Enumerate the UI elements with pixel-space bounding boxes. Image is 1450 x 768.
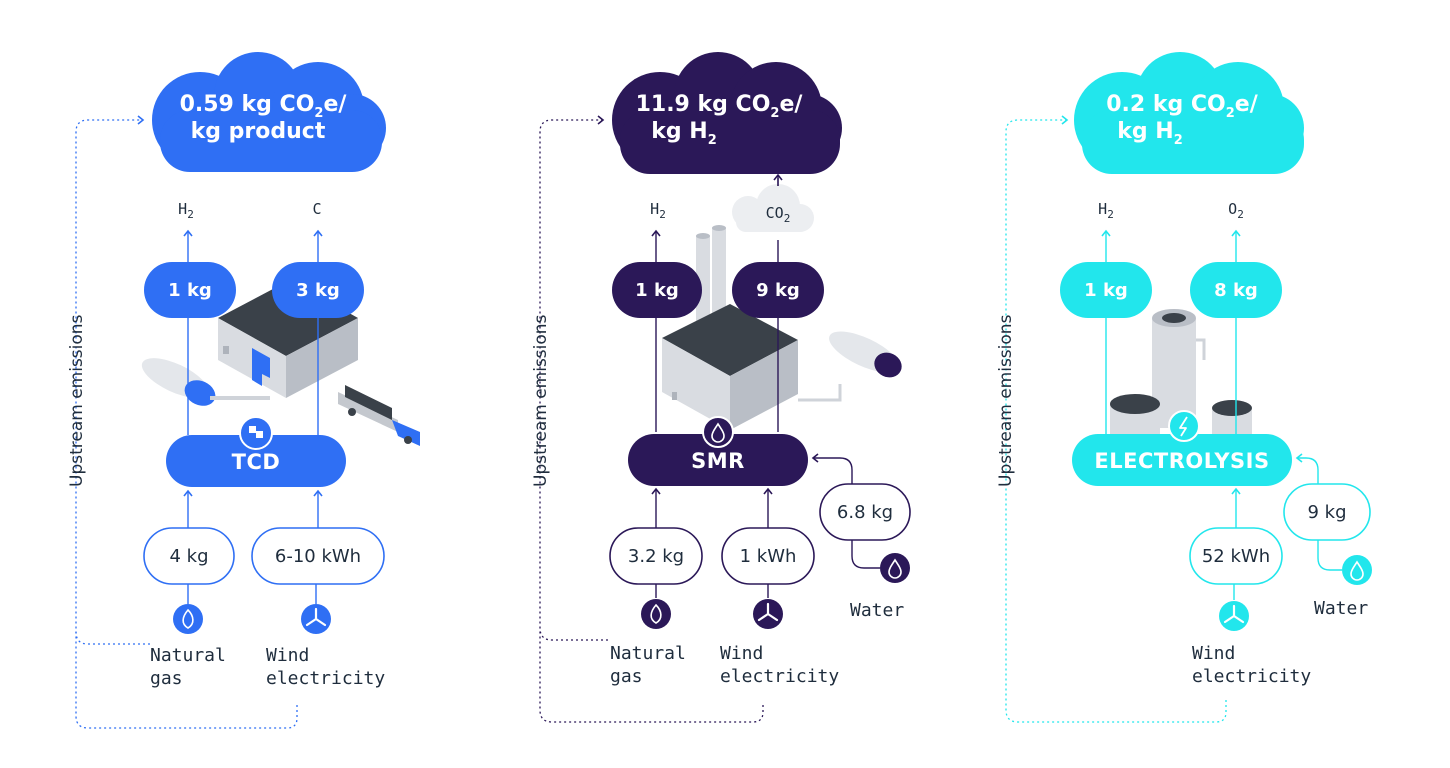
emission-cloud-electrolysis: 0.2 kg CO2e/ kg H2 [1074, 52, 1304, 174]
product-h2-label-electrolysis: H2 [1098, 200, 1114, 221]
flame-icon [641, 599, 671, 629]
input-label-wind-electrolysis: Wind [1192, 643, 1235, 664]
upstream-label-smr: Upstream emissions [531, 314, 551, 487]
product-co2-label-smr: CO2 [766, 204, 791, 225]
input-pill-natural-gas-tcd [143, 527, 235, 585]
product-o2-label-electrolysis: O2 [1228, 200, 1244, 221]
input-amount-wind-tcd: 6-10 kWh [275, 546, 361, 567]
emission-value-tcd: 0.59 kg CO2e/ [180, 92, 348, 121]
input-label-wind-smr-2: electricity [720, 666, 839, 687]
emission-value-electrolysis: 0.2 kg CO2e/ [1106, 92, 1258, 121]
product-amount-pill-electrolysis-h2 [1060, 262, 1152, 318]
process-pill-smr [628, 434, 808, 486]
process-label-electrolysis: ELECTROLYSIS [1094, 449, 1269, 473]
process-label-tcd: TCD [232, 450, 281, 474]
emission-unit-electrolysis: kg H2 [1117, 119, 1183, 148]
upstream-loop-smr [539, 115, 764, 723]
input-amount-water-smr: 6.8 kg [837, 502, 893, 523]
input-amount-wind-electrolysis: 52 kWh [1202, 546, 1270, 567]
flame-icon [173, 604, 203, 634]
product-amount-tcd-h2: 1 kg [168, 280, 212, 301]
upstream-branch-smr [539, 627, 608, 641]
input-label-water-smr: Water [850, 600, 904, 621]
product-amount-pill-tcd-c [272, 262, 364, 318]
product-amount-electrolysis-h2: 1 kg [1084, 280, 1128, 301]
product-h2-label-tcd: H2 [178, 200, 194, 221]
product-amount-smr-h2: 1 kg [635, 280, 679, 301]
input-pill-wind-tcd [251, 527, 385, 585]
input-label-natural-gas-tcd-2: gas [150, 668, 183, 689]
product-amount-pill-smr-co2 [732, 262, 824, 318]
input-label-natural-gas-tcd: Natural [150, 645, 226, 666]
lightning-icon [1168, 410, 1200, 442]
upstream-branch-tcd [75, 631, 150, 645]
panel-electrolysis: Upstream emissions 0.2 kg CO2e/ kg H2 H2… [996, 52, 1372, 723]
product-amount-electrolysis-o2: 8 kg [1214, 280, 1258, 301]
co2-cloud [732, 184, 814, 232]
input-pill-water-smr [819, 483, 911, 541]
product-h2-label-smr: H2 [650, 200, 666, 221]
product-amount-pill-smr-h2 [612, 262, 702, 318]
smr-factory-illustration [662, 225, 902, 430]
product-amount-tcd-c: 3 kg [296, 280, 340, 301]
process-pill-tcd [166, 435, 346, 487]
water-drop-icon [702, 416, 734, 448]
upstream-loop-tcd [75, 115, 298, 729]
input-amount-natural-gas-smr: 3.2 kg [628, 546, 684, 567]
process-label-smr: SMR [691, 449, 745, 473]
emission-value-smr: 11.9 kg CO2e/ [636, 92, 804, 121]
input-label-natural-gas-smr-2: gas [610, 666, 643, 687]
product-amount-pill-electrolysis-o2 [1190, 262, 1282, 318]
emission-unit-tcd: kg product [191, 119, 326, 144]
emission-cloud-tcd: 0.59 kg CO2e/ kg product [152, 52, 386, 172]
input-amount-natural-gas-tcd: 4 kg [169, 546, 208, 567]
company-logo-mark [249, 426, 263, 438]
water-drop-icon [880, 553, 910, 583]
input-label-wind-tcd: Wind [266, 645, 309, 666]
emission-cloud-smr: 11.9 kg CO2e/ kg H2 [612, 52, 842, 174]
electrolyser-illustration [1110, 309, 1252, 436]
input-label-natural-gas-smr: Natural [610, 643, 686, 664]
arrow-input-water-electrolysis [1295, 453, 1319, 484]
input-pill-water-electrolysis [1283, 483, 1371, 541]
input-label-wind-smr: Wind [720, 643, 763, 664]
input-label-wind-tcd-2: electricity [266, 668, 385, 689]
process-pill-electrolysis [1072, 434, 1292, 486]
product-amount-smr-co2: 9 kg [756, 280, 800, 301]
input-label-wind-electrolysis-2: electricity [1192, 666, 1311, 687]
water-drop-icon [1342, 555, 1372, 585]
input-amount-wind-smr: 1 kWh [740, 546, 797, 567]
product-c-label-tcd: C [312, 200, 321, 218]
arrow-input-water-smr [811, 453, 853, 484]
product-amount-pill-tcd-h2 [144, 262, 236, 318]
input-pill-wind-electrolysis [1189, 527, 1283, 585]
upstream-label-tcd: Upstream emissions [67, 314, 87, 487]
input-amount-water-electrolysis: 9 kg [1307, 502, 1346, 523]
upstream-loop-electrolysis [1005, 115, 1227, 723]
upstream-label-electrolysis: Upstream emissions [996, 314, 1016, 487]
emission-unit-smr: kg H2 [651, 119, 717, 148]
panel-tcd: Upstream emissions 0.59 kg CO2e/ kg prod… [67, 52, 420, 729]
panel-smr: Upstream emissions 11.9 kg CO2e/ kg H2 H… [531, 52, 911, 723]
input-label-water-electrolysis: Water [1314, 598, 1368, 619]
